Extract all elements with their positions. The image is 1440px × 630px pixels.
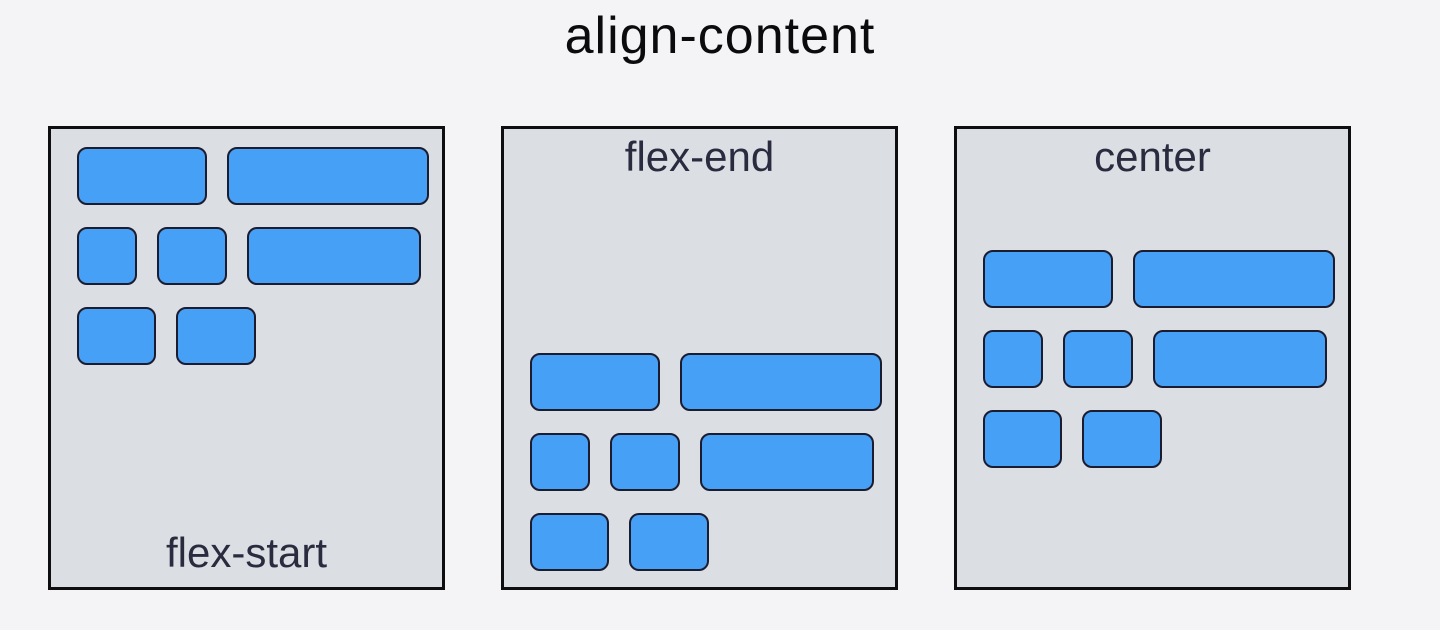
flex-row — [77, 147, 429, 205]
flex-item — [530, 433, 590, 491]
panel-flex-start: flex-start — [48, 126, 445, 590]
flex-row — [530, 433, 874, 491]
flex-item — [1133, 250, 1335, 308]
flex-item — [680, 353, 882, 411]
flex-item — [1153, 330, 1327, 388]
flex-items-container — [504, 129, 895, 587]
flex-item — [247, 227, 421, 285]
flex-item — [983, 330, 1043, 388]
flex-item — [983, 410, 1062, 468]
flex-item — [983, 250, 1113, 308]
flex-row — [983, 250, 1335, 308]
flex-item — [227, 147, 429, 205]
flex-row — [983, 410, 1324, 468]
flex-items-container — [957, 129, 1348, 587]
flex-row — [530, 513, 871, 571]
flex-row — [983, 330, 1327, 388]
flex-row — [77, 307, 418, 365]
flex-item — [629, 513, 709, 571]
page-title: align-content — [564, 7, 876, 65]
flex-row — [530, 353, 882, 411]
flex-item — [176, 307, 256, 365]
flex-item — [610, 433, 680, 491]
flex-item — [1082, 410, 1162, 468]
flex-item — [700, 433, 874, 491]
flex-item — [530, 513, 609, 571]
panel-center: center — [954, 126, 1351, 590]
flex-row — [77, 227, 421, 285]
flex-item — [77, 147, 207, 205]
panel-flex-end: flex-end — [501, 126, 898, 590]
flex-item — [1063, 330, 1133, 388]
flex-item — [77, 227, 137, 285]
flex-item — [530, 353, 660, 411]
flex-item — [77, 307, 156, 365]
flex-items-container — [51, 129, 442, 587]
flex-item — [157, 227, 227, 285]
